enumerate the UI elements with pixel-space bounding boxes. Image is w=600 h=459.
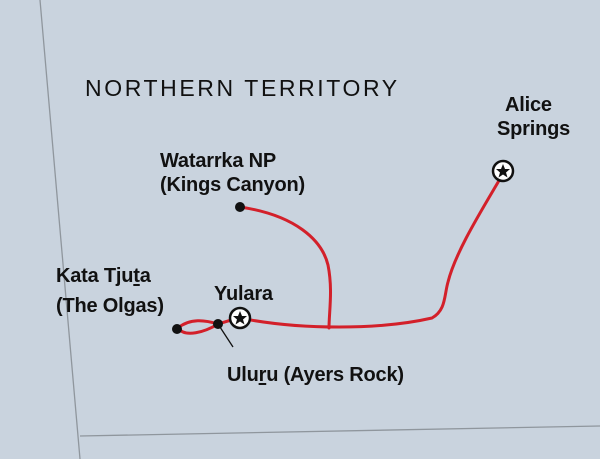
yulara-label: Yulara: [214, 282, 273, 306]
uluru-post: u (Ayers Rock): [266, 364, 404, 386]
kata-tjuta-line1: Kata Tjuta: [56, 264, 164, 288]
uluru-dot: [213, 319, 223, 329]
yulara-line1: Yulara: [214, 283, 273, 305]
kata-tjuta-line2: (The Olgas): [56, 295, 164, 317]
kata-tjuta-label: Kata Tjuta (The Olgas): [56, 264, 164, 318]
route-yulara-alice-springs: [238, 170, 506, 329]
watarrka-label: Watarrka NP (Kings Canyon): [160, 149, 305, 197]
uluru-pre: Ulu: [227, 364, 259, 386]
region-label: NORTHERN TERRITORY: [85, 75, 400, 101]
route-kata-tjuta-loop: [175, 316, 242, 335]
kata-tjuta-dot: [172, 324, 182, 334]
watarrka-line1: Watarrka NP: [160, 150, 276, 172]
kata-tjuta-line1-underlined: t: [133, 265, 140, 287]
watarrka-line2: (Kings Canyon): [160, 174, 305, 196]
uluru-label: Uluru (Ayers Rock): [227, 363, 404, 387]
alice-springs-label: Alice Springs: [497, 93, 570, 141]
alice-springs-line1: Alice: [505, 94, 552, 116]
kings-canyon-dot: [235, 202, 245, 212]
route-kings-canyon-branch: [238, 205, 333, 330]
alice-springs-star-marker: [491, 159, 515, 183]
yulara-star-marker: [228, 306, 252, 330]
alice-springs-line2: Springs: [497, 118, 571, 140]
kata-tjuta-line1-pre: Kata Tju: [56, 265, 134, 287]
uluru-underlined: r: [258, 364, 267, 386]
kata-tjuta-line1-post: a: [139, 265, 151, 287]
state-border-south: [79, 425, 600, 437]
state-border-west: [39, 0, 81, 459]
